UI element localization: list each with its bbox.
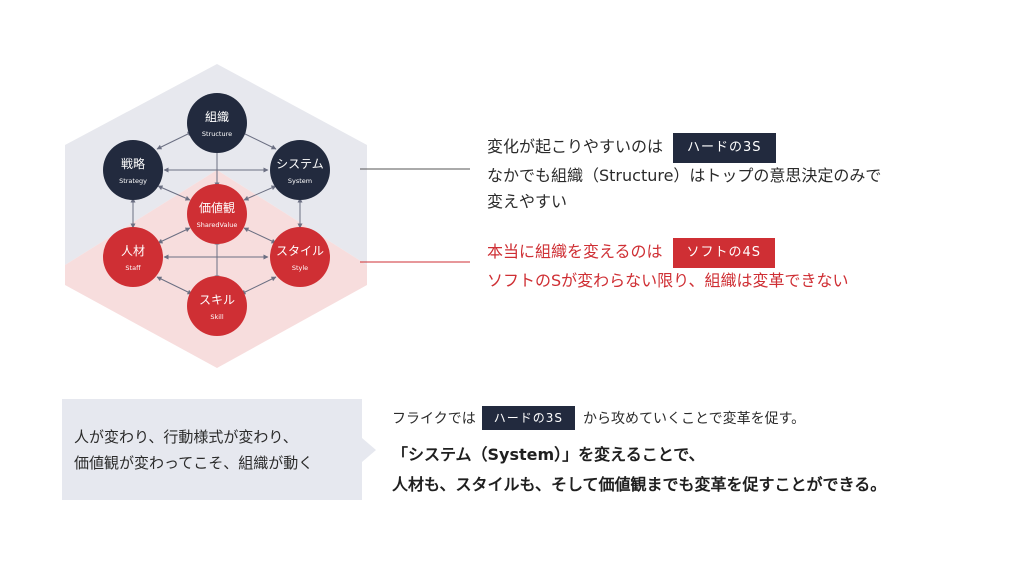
arrow-staff-skill (156, 276, 193, 295)
node-style: スタイル Style (270, 227, 330, 287)
node-sharedvalue: 価値観 SharedValue (187, 184, 247, 244)
node-style-label: スタイル (276, 244, 324, 258)
bottom-bold-line1: 「システム（System）」を変えることで、 (392, 445, 705, 464)
arrow-structure-system (240, 131, 277, 150)
node-sharedvalue-label: 価値観 (199, 200, 235, 215)
node-strategy: 戦略 Strategy (103, 140, 163, 200)
node-staff-sub: Staff (125, 264, 141, 272)
hard-line1-text: 変化が起こりやすいのは (487, 137, 664, 156)
arrow-sharedvalue-style (243, 227, 277, 244)
callout-line1: 人が変わり、行動様式が変わり、 (74, 428, 298, 446)
node-strategy-label: 戦略 (121, 156, 145, 171)
bottom-statement: フライクではハードの3S から攻めていくことで変革を促す。 (392, 406, 805, 430)
hard-line1: 変化が起こりやすいのはハードの3S (487, 133, 881, 163)
hard-explanation: 変化が起こりやすいのはハードの3S なかでも組織（Structure）はトップの… (487, 133, 881, 215)
callout-line2: 価値観が変わってこそ、組織が動く (74, 454, 314, 472)
node-style-sub: Style (292, 264, 308, 272)
soft-line1: 本当に組織を変えるのはソフトの4S (487, 238, 849, 268)
node-system-sub: System (288, 177, 312, 185)
soft-4s-tag: ソフトの4S (672, 238, 776, 268)
hard-line3: 変えやすい (487, 192, 568, 211)
node-staff-label: 人材 (121, 244, 145, 258)
node-skill: スキル Skill (187, 276, 247, 336)
arrow-strategy-sharedvalue (157, 185, 191, 201)
soft-explanation: 本当に組織を変えるのはソフトの4S ソフトのSが変わらない限り、組織は変革できな… (487, 238, 849, 294)
hard-line2: なかでも組織（Structure）はトップの意思決定のみで (487, 166, 882, 185)
callout-text: 人が変わり、行動様式が変わり、 価値観が変わってこそ、組織が動く (74, 424, 313, 476)
node-sharedvalue-sub: SharedValue (197, 221, 238, 229)
arrow-system-sharedvalue (243, 185, 277, 201)
node-skill-label: スキル (199, 293, 235, 307)
bottom-suffix: から攻めていくことで変革を促す。 (583, 411, 806, 427)
callout: 人が変わり、行動様式が変わり、 価値観が変わってこそ、組織が動く (62, 399, 362, 500)
callout-box (62, 399, 376, 500)
node-structure-label: 組織 (205, 110, 229, 124)
arrow-style-skill (240, 276, 277, 295)
bottom-prefix: フライクでは (392, 411, 476, 427)
node-structure-sub: Structure (202, 130, 232, 138)
node-staff: 人材 Staff (103, 227, 163, 287)
arrows (130, 131, 303, 295)
hard-3s-tag: ハードの3S (673, 133, 776, 163)
soft-line1-text: 本当に組織を変えるのは (487, 242, 663, 261)
bottom-emphasis: 「システム（System）」を変えることで、 人材も、スタイルも、そして価値観ま… (392, 440, 886, 500)
node-skill-sub: Skill (210, 313, 224, 321)
node-system: システム System (270, 140, 330, 200)
arrow-sharedvalue-staff (157, 227, 191, 244)
bottom-hard-3s-tag: ハードの3S (481, 406, 575, 430)
node-structure: 組織 Structure (187, 93, 247, 153)
bottom-bold-line2: 人材も、スタイルも、そして価値観までも変革を促すことができる。 (392, 475, 887, 494)
arrow-structure-strategy (156, 131, 193, 150)
node-system-label: システム (276, 157, 324, 171)
node-strategy-sub: Strategy (119, 177, 147, 185)
soft-line2: ソフトのSが変わらない限り、組織は変革できない (487, 271, 849, 290)
